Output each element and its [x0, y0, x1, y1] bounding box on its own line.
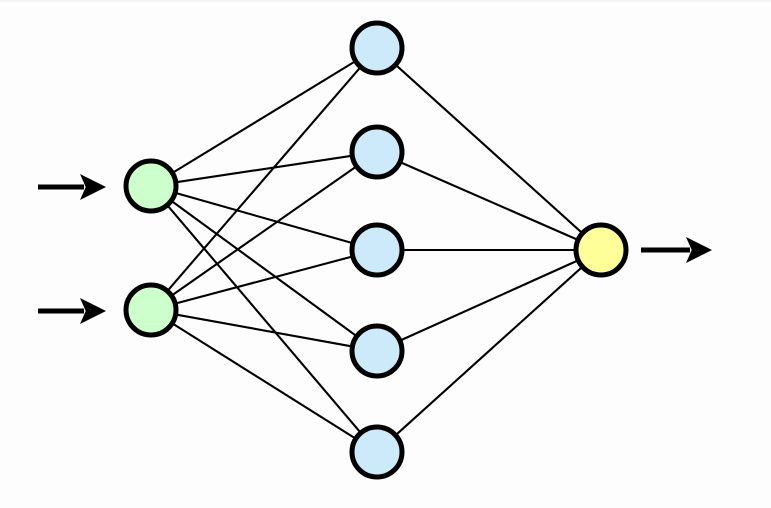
- node-i1[interactable]: [123, 158, 179, 214]
- node-h5[interactable]: [349, 424, 405, 480]
- edge-i1-to-h2: [173, 154, 355, 184]
- hidden-node-circle-2[interactable]: [349, 124, 405, 180]
- node-h1[interactable]: [349, 20, 405, 76]
- edge-i2-to-h3: [173, 255, 355, 305]
- hidden-node-circle-4[interactable]: [349, 323, 405, 379]
- output-arrow: [641, 237, 712, 263]
- io-arrows-group: [38, 174, 712, 324]
- edge-i2-to-h4: [173, 313, 355, 348]
- node-h4[interactable]: [349, 323, 405, 379]
- input-node-circle-1[interactable]: [123, 158, 179, 214]
- output-arrow-head: [686, 237, 712, 263]
- edge-i1-to-h5: [165, 203, 363, 435]
- edge-i1-to-h1: [170, 59, 358, 175]
- edge-i2-to-h2: [169, 164, 359, 298]
- hidden-node-circle-1[interactable]: [349, 20, 405, 76]
- edge-i2-to-h5: [170, 321, 358, 441]
- input-arrow-top: [38, 174, 106, 200]
- edge-h1-to-o1: [393, 63, 585, 235]
- input-node-circle-2[interactable]: [123, 282, 179, 338]
- edge-i1-to-h4: [169, 199, 359, 338]
- node-i2[interactable]: [123, 282, 179, 338]
- edge-h4-to-o1: [397, 258, 581, 343]
- edge-i1-to-h3: [173, 191, 355, 245]
- node-o1[interactable]: [573, 222, 629, 278]
- edge-i2-to-h1: [165, 65, 363, 293]
- edge-h5-to-o1: [393, 265, 585, 437]
- input-arrow-bottom: [38, 298, 106, 324]
- hidden-node-circle-5[interactable]: [349, 424, 405, 480]
- input-arrow-top-head: [80, 174, 106, 200]
- output-node-circle-1[interactable]: [573, 222, 629, 278]
- input-arrow-bottom-head: [80, 298, 106, 324]
- edge-h2-to-o1: [397, 160, 581, 242]
- node-h2[interactable]: [349, 124, 405, 180]
- nodes-group: [123, 20, 629, 480]
- hidden-node-circle-3[interactable]: [349, 222, 405, 278]
- node-h3[interactable]: [349, 222, 405, 278]
- edges-group: [165, 59, 585, 441]
